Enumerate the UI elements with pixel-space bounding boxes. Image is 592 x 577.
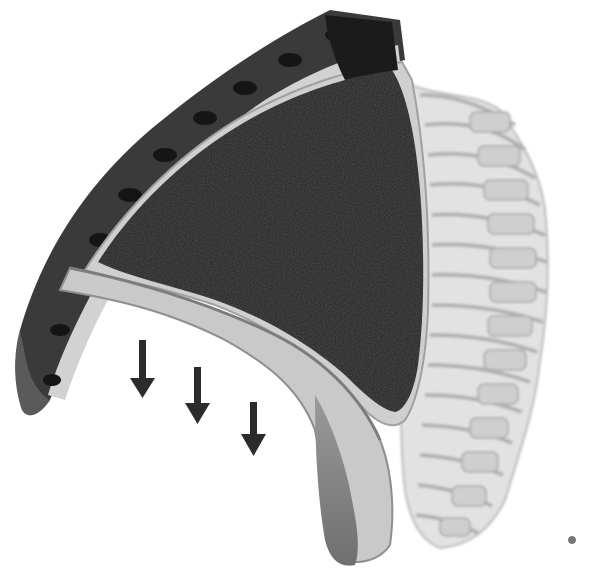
arrow-down-icon: [241, 402, 266, 456]
speck: [568, 536, 576, 544]
arrows: [130, 340, 266, 456]
arrow-down-icon: [130, 340, 155, 398]
arrow-down-icon: [185, 367, 210, 424]
